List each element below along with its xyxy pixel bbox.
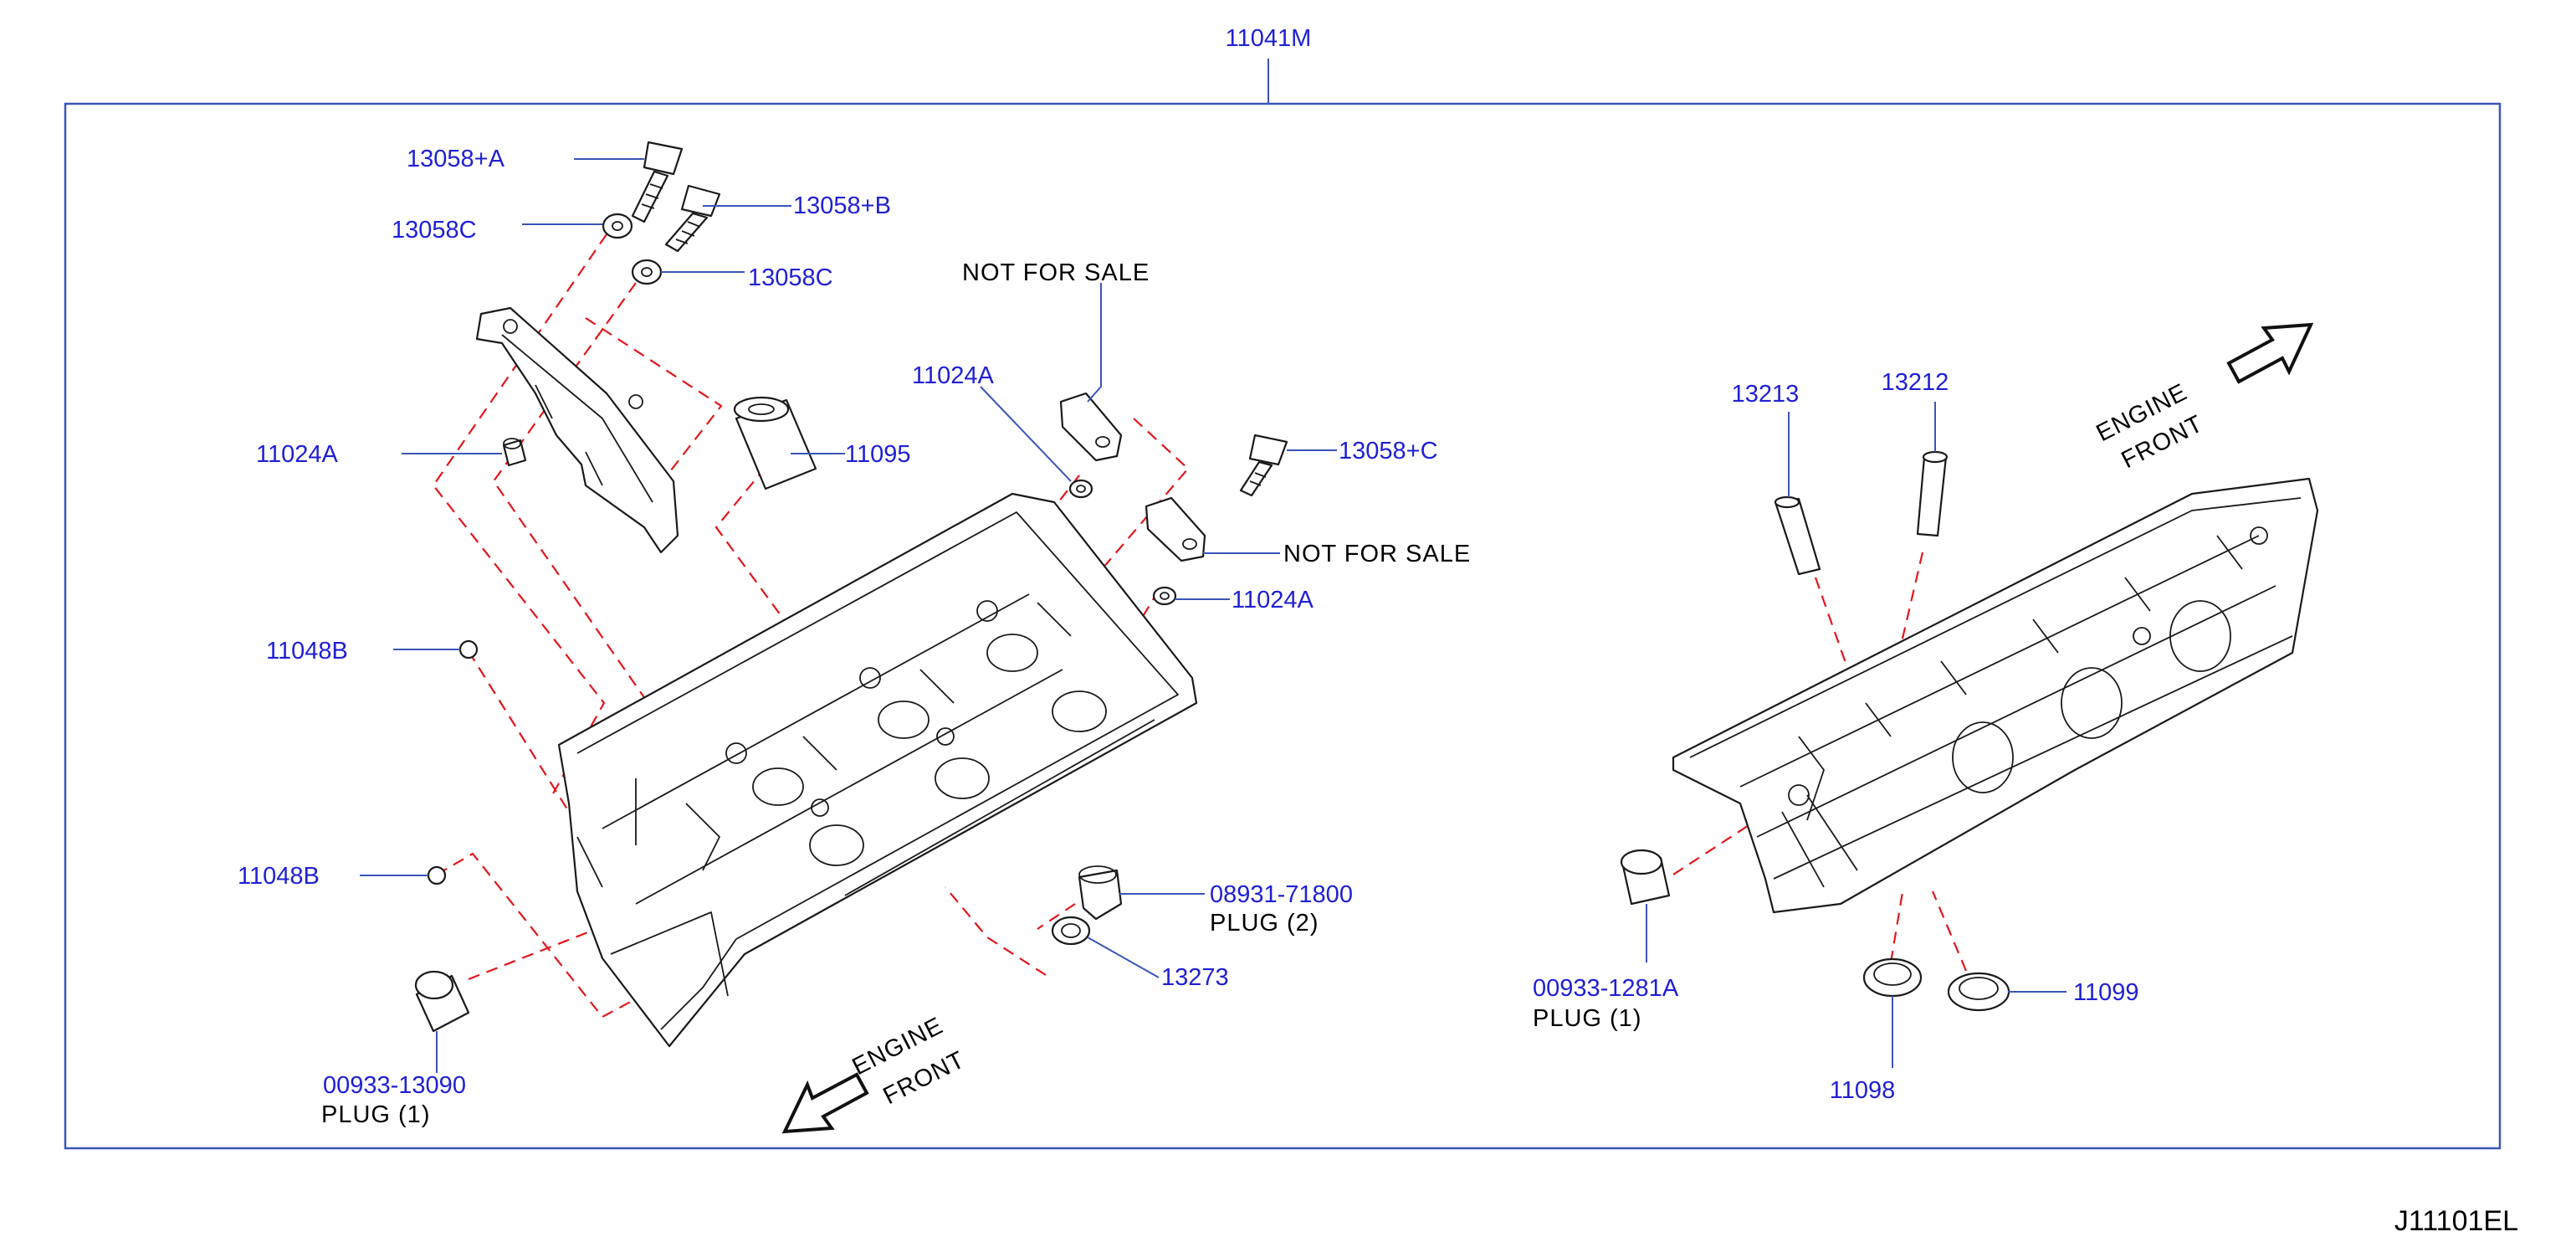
- leaders-right: [1646, 402, 2066, 1068]
- cam-bracket-top: [1059, 392, 1123, 462]
- note-not-for-sale-top: NOT FOR SALE: [962, 259, 1150, 286]
- label-11099[interactable]: 11099: [2073, 979, 2139, 1006]
- label-13058c-right[interactable]: 13058C: [748, 264, 833, 291]
- cylinder-head-right: [1672, 477, 2319, 914]
- washer-13058c-right: [631, 259, 663, 285]
- chain-guide-bracket: [475, 306, 679, 554]
- engine-front-arrow-left: [781, 1072, 869, 1134]
- seal-11099: [1947, 972, 2010, 1012]
- cam-bracket-right: [1145, 496, 1206, 562]
- sleeve-11095: [733, 396, 817, 490]
- label-11024a-top[interactable]: 11024A: [912, 362, 994, 389]
- dowel-11024a-left: [502, 438, 527, 467]
- bolt-13058-a: [631, 141, 684, 223]
- label-11048b-upper[interactable]: 11048B: [266, 638, 348, 665]
- washer-13058c-left: [602, 213, 633, 239]
- label-11024a-left[interactable]: 11024A: [256, 441, 338, 468]
- label-13058-a[interactable]: 13058+A: [407, 146, 505, 172]
- plug-08931-71800: [1078, 865, 1123, 921]
- label-00933-1281a[interactable]: 00933-1281A: [1533, 975, 1679, 1002]
- label-11095[interactable]: 11095: [845, 441, 911, 468]
- note-not-for-sale-right: NOT FOR SALE: [1283, 541, 1471, 567]
- valve-guide-13213: [1774, 495, 1821, 576]
- diagram-code: J11101EL: [2394, 1205, 2518, 1237]
- label-13058-c[interactable]: 13058+C: [1339, 438, 1438, 464]
- label-13058-b[interactable]: 13058+B: [793, 192, 891, 219]
- seal-11098: [1862, 957, 1923, 998]
- leaders-left: [360, 158, 1337, 1073]
- bolt-13058-c: [1239, 434, 1288, 497]
- label-11098[interactable]: 11098: [1830, 1077, 1896, 1104]
- label-11048b-lower[interactable]: 11048B: [238, 863, 320, 890]
- washer-13273: [1051, 916, 1091, 946]
- ball-plug-11048b-upper: [458, 639, 479, 659]
- label-13058c-left[interactable]: 13058C: [392, 217, 477, 244]
- dowel-11024a-top: [1068, 479, 1093, 499]
- label-13273[interactable]: 13273: [1161, 964, 1229, 991]
- engine-front-arrow-right: [2226, 322, 2314, 384]
- cylinder-head-left: [557, 492, 1198, 1048]
- bolt-13058-b: [664, 184, 721, 253]
- label-00933-13090[interactable]: 00933-13090: [323, 1072, 466, 1099]
- label-13212[interactable]: 13212: [1882, 369, 1949, 396]
- label-11024a-right[interactable]: 11024A: [1232, 587, 1314, 613]
- note-plug-qty-2: PLUG (2): [1210, 910, 1319, 937]
- ball-plug-11048b-lower: [427, 865, 447, 885]
- label-08931-71800[interactable]: 08931-71800: [1210, 881, 1353, 908]
- label-13213[interactable]: 13213: [1732, 381, 1800, 408]
- note-plug-qty-1-left: PLUG (1): [321, 1101, 430, 1128]
- dowel-11024a-right: [1152, 586, 1177, 606]
- plug-00933-13090: [414, 970, 470, 1033]
- diagram-frame: [64, 102, 2502, 1150]
- plug-00933-1281a: [1620, 849, 1671, 906]
- label-assembly[interactable]: 11041M: [1226, 25, 1312, 52]
- note-plug-qty-1-right: PLUG (1): [1533, 1005, 1641, 1032]
- valve-guide-13212: [1916, 450, 1949, 537]
